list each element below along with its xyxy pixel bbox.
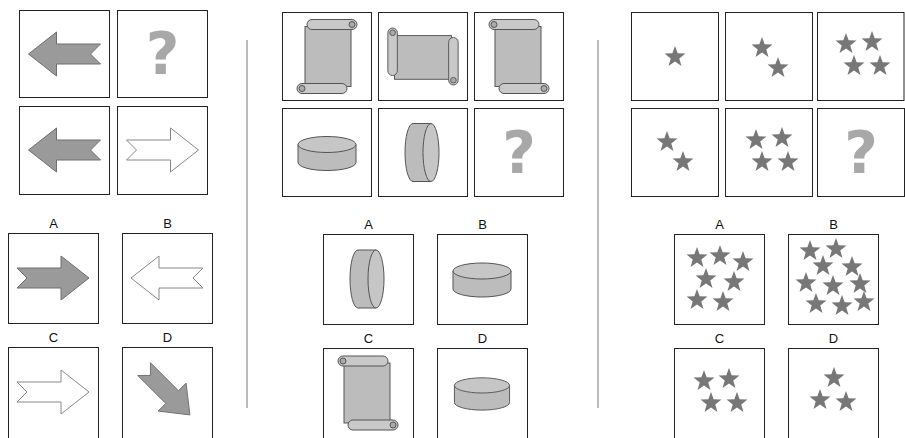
option-letter: A bbox=[324, 217, 413, 233]
answer-box: A bbox=[8, 233, 99, 324]
question-box: ? bbox=[817, 108, 905, 197]
option-letter: D bbox=[438, 331, 527, 347]
option-letter: A bbox=[675, 217, 764, 233]
separator bbox=[598, 40, 599, 408]
answer-box: C bbox=[8, 347, 99, 438]
answer-box: C bbox=[674, 348, 765, 438]
option-letter: C bbox=[324, 331, 413, 347]
option-letter: B bbox=[123, 216, 212, 232]
separator bbox=[247, 40, 248, 408]
question-mark: ? bbox=[818, 109, 904, 196]
star-figures bbox=[657, 31, 891, 412]
option-letter: D bbox=[123, 330, 212, 346]
question-box: ? bbox=[474, 108, 564, 197]
answer-box: B bbox=[437, 234, 528, 325]
option-letter: B bbox=[438, 217, 527, 233]
arrow-figures bbox=[17, 32, 204, 429]
option-letter: A bbox=[9, 216, 98, 232]
picture-box bbox=[20, 11, 905, 197]
option-letter: B bbox=[789, 217, 878, 233]
shape-figures bbox=[297, 20, 549, 431]
answer-box: D bbox=[437, 348, 528, 438]
answer-box: D bbox=[122, 347, 213, 438]
question-mark: ? bbox=[475, 109, 563, 196]
answer-box: A bbox=[323, 234, 414, 325]
answer-box: B bbox=[788, 234, 879, 325]
answer-box: C bbox=[323, 348, 414, 438]
answer-box: D bbox=[788, 348, 879, 438]
answer-box: A bbox=[674, 234, 765, 325]
question-mark: ? bbox=[118, 11, 207, 97]
option-letter: D bbox=[789, 331, 878, 347]
option-letter: C bbox=[675, 331, 764, 347]
option-letter: C bbox=[9, 330, 98, 346]
question-box: ? bbox=[117, 10, 208, 98]
answer-box: B bbox=[122, 233, 213, 324]
